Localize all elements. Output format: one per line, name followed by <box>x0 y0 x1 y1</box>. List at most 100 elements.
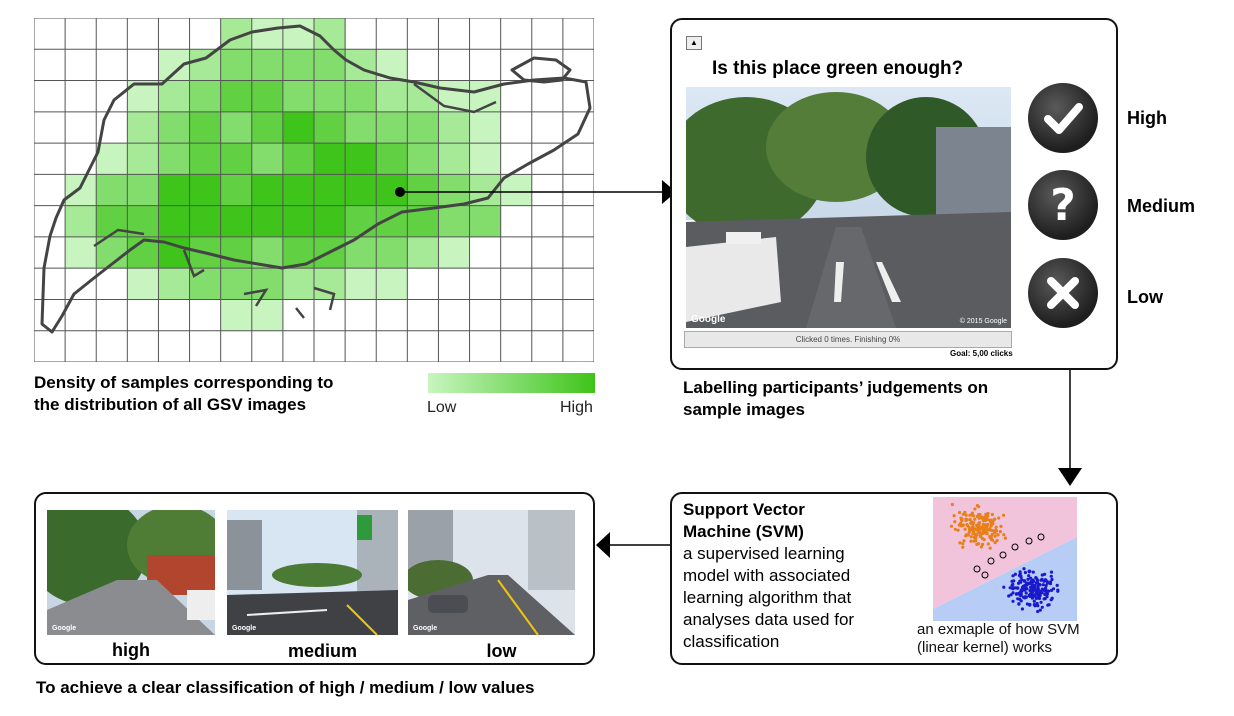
question-icon: ? <box>1050 180 1076 231</box>
density-cell <box>282 80 315 113</box>
svm-point-class-b <box>1056 588 1060 592</box>
svm-point-class-b <box>1018 570 1022 574</box>
map-caption-line: the distribution of all GSV images <box>34 395 307 414</box>
svm-point-class-b <box>1020 578 1024 582</box>
svm-point-class-a <box>986 514 990 518</box>
medium-button-label: Medium <box>1127 196 1196 216</box>
photo-scene <box>686 92 1011 328</box>
svm-point-class-a <box>990 532 994 536</box>
medium-button[interactable]: ? <box>1028 170 1098 240</box>
density-cell <box>189 174 222 207</box>
svm-point-class-a <box>991 538 995 542</box>
svm-point-class-a <box>976 526 980 530</box>
svm-point-class-a <box>997 516 1001 520</box>
svm-point-class-a <box>989 535 993 539</box>
svm-point-class-b <box>1011 574 1015 578</box>
svm-point-class-b <box>1055 583 1059 587</box>
svm-point-class-b <box>1046 603 1050 607</box>
arrowhead-down <box>1058 468 1082 486</box>
svm-point-class-a <box>967 525 971 529</box>
svm-point-class-a <box>972 539 976 543</box>
svm-point-class-a <box>975 514 979 519</box>
density-cell <box>220 143 253 175</box>
svm-point-class-a <box>953 520 957 524</box>
svm-support-vector <box>1025 537 1033 545</box>
svm-point-class-a <box>983 515 987 519</box>
svm-point-class-b <box>1029 576 1033 580</box>
svm-point-class-a <box>958 541 962 545</box>
density-cell <box>314 111 346 144</box>
density-cell <box>282 111 315 144</box>
svm-point-class-b <box>1034 596 1038 600</box>
density-cell <box>189 205 222 238</box>
density-cell <box>220 299 253 332</box>
density-cell <box>469 143 502 175</box>
svm-point-class-a <box>970 511 974 515</box>
svm-point-class-a <box>953 527 957 531</box>
svm-desc-line: analyses data used for <box>683 610 855 629</box>
svm-point-class-a <box>978 533 982 537</box>
svm-point-class-a <box>986 518 990 522</box>
svm-point-class-b <box>1011 582 1015 586</box>
svm-point-class-b <box>1039 590 1043 594</box>
density-cell <box>251 49 284 82</box>
density-map <box>34 18 594 362</box>
density-cell <box>314 268 346 300</box>
density-cell <box>407 111 439 144</box>
svm-point-class-a <box>980 525 984 529</box>
density-cell <box>251 268 284 300</box>
high-button[interactable] <box>1028 83 1098 153</box>
svm-point-class-a <box>979 545 984 549</box>
density-cell <box>65 205 97 238</box>
street-view-photo: Google © 2015 Google <box>686 87 1011 328</box>
svm-point-class-b <box>1017 602 1021 606</box>
svm-point-class-b <box>1032 588 1036 592</box>
density-cell <box>314 205 346 238</box>
svm-point-class-b <box>1019 574 1023 578</box>
svm-point-class-b <box>1039 600 1043 604</box>
survey-caption-line: Labelling participants’ judgements on <box>683 378 989 397</box>
svm-point-class-a <box>981 542 985 546</box>
density-cell <box>189 143 222 175</box>
svm-point-class-b <box>1016 597 1020 601</box>
svm-point-class-a <box>971 525 975 529</box>
svm-point-class-b <box>1039 578 1043 582</box>
density-legend-bar <box>428 373 595 393</box>
svm-point-class-b <box>1049 574 1053 578</box>
density-cell <box>189 268 222 300</box>
low-button[interactable] <box>1028 258 1098 328</box>
svm-point-class-b <box>1029 588 1033 592</box>
survey-caption: Labelling participants’ judgements on sa… <box>683 377 988 421</box>
density-cell <box>345 111 377 144</box>
thumbnail-watermark: Google <box>232 625 257 632</box>
svm-point-class-a <box>981 529 985 533</box>
svm-point-class-b <box>1031 580 1035 584</box>
svm-point-class-b <box>1043 592 1047 596</box>
check-icon <box>1044 103 1083 134</box>
svm-point-class-b <box>1040 573 1044 577</box>
legend-high-label: High <box>560 399 593 416</box>
svm-point-class-b <box>1015 586 1019 590</box>
svm-point-class-a <box>964 513 968 517</box>
svm-caption-line: an exmaple of how SVM <box>917 621 1080 638</box>
density-cell <box>127 268 159 300</box>
svm-point-class-a <box>950 502 954 507</box>
svm-point-class-a <box>994 525 998 529</box>
thumbnail-watermark: Google <box>413 625 438 632</box>
svm-point-class-a <box>968 513 972 517</box>
progress-bar: Clicked 0 times. Finishing 0% <box>684 331 1012 348</box>
svm-point-class-a <box>974 536 978 540</box>
island-outline <box>510 56 572 84</box>
svm-point-class-b <box>1041 583 1045 587</box>
svm-point-class-a <box>964 517 968 521</box>
svm-point-class-b <box>1027 574 1031 578</box>
svm-point-class-a <box>973 507 977 511</box>
app-window-icon: ▲ <box>686 36 702 50</box>
density-cell <box>96 205 128 238</box>
map-caption-line: Density of samples corresponding to <box>34 373 334 392</box>
svm-scatter-plot <box>933 497 1077 621</box>
svm-point-class-a <box>973 517 977 521</box>
svm-support-vector <box>1011 543 1019 551</box>
svm-point-class-b <box>1049 570 1054 574</box>
svm-point-class-a <box>965 533 969 537</box>
